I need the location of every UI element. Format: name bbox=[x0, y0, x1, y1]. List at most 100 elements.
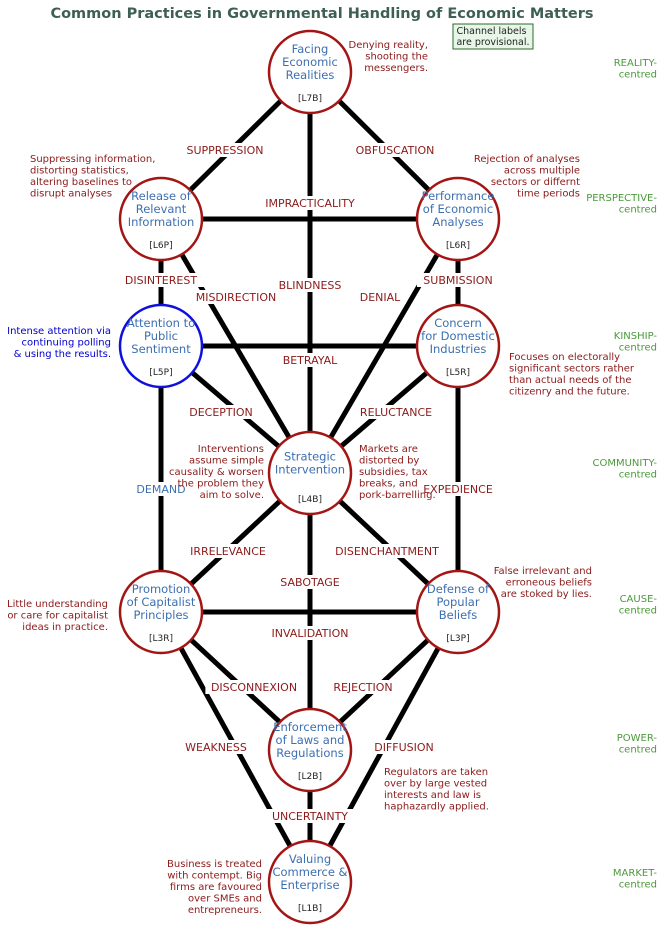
channel-label: DIFFUSION bbox=[374, 741, 434, 754]
channel-label: BLINDNESS bbox=[279, 279, 342, 292]
node-circle bbox=[415, 176, 501, 262]
channel-label: MISDIRECTION bbox=[196, 291, 277, 304]
channel-label: BETRAYAL bbox=[283, 354, 338, 367]
level-label: MARKET-centred bbox=[613, 868, 657, 891]
level-label: KINSHIP-centred bbox=[614, 331, 658, 354]
channel-label: DISENCHANTMENT bbox=[335, 545, 439, 558]
channel-deception: DECEPTION bbox=[183, 405, 259, 419]
channel-betrayal: BETRAYAL bbox=[276, 353, 344, 367]
provisional-note: Channel labels are provisional. bbox=[452, 23, 534, 50]
level-labels: REALITY-centredPERSPECTIVE-centredKINSHI… bbox=[586, 58, 657, 891]
level-label: REALITY-centred bbox=[614, 58, 658, 81]
channel-blindness: BLINDNESS bbox=[272, 278, 348, 292]
channel-label: DECEPTION bbox=[189, 406, 253, 419]
node-circle bbox=[118, 176, 204, 262]
level-label: COMMUNITY-centred bbox=[593, 458, 658, 481]
channel-label: DEMAND bbox=[136, 483, 185, 496]
node-code: [L3P] bbox=[446, 634, 469, 644]
node-circle bbox=[267, 707, 353, 793]
channel-label: DISCONNEXION bbox=[211, 681, 297, 694]
channel-label: REJECTION bbox=[333, 681, 392, 694]
node-code: [L4B] bbox=[298, 495, 322, 505]
node-circle bbox=[415, 569, 501, 655]
channel-label: UNCERTAINTY bbox=[272, 810, 348, 823]
channel-label: SABOTAGE bbox=[280, 576, 339, 589]
channel-label: DENIAL bbox=[360, 291, 401, 304]
channel-misdirection: MISDIRECTION bbox=[187, 290, 285, 304]
node-circle bbox=[415, 303, 501, 389]
node-circle bbox=[118, 303, 204, 389]
node-circle bbox=[267, 839, 353, 925]
channel-disinterest: DISINTEREST bbox=[116, 273, 206, 287]
channel-labels: SUPPRESSION OBFUSCATION IMPRACTICALITY DISI… bbox=[116, 143, 499, 823]
channel-disenchantment: DISENCHANTMENT bbox=[330, 544, 444, 558]
node-code: [L2B] bbox=[298, 772, 322, 782]
channel-irrelevance: IRRELEVANCE bbox=[183, 544, 273, 558]
channel-sabotage: SABOTAGE bbox=[276, 575, 344, 589]
channel-reluctance: RELUCTANCE bbox=[355, 405, 437, 419]
channel-label: OBFUSCATION bbox=[356, 144, 435, 157]
provisional-note-text: Channel labels are provisional. bbox=[456, 26, 529, 48]
channel-label: SUPPRESSION bbox=[187, 144, 264, 157]
channel-obfuscation: OBFUSCATION bbox=[350, 143, 440, 157]
node-code: [L3R] bbox=[149, 634, 173, 644]
channel-label: WEAKNESS bbox=[185, 741, 247, 754]
channel-denial: DENIAL bbox=[354, 290, 406, 304]
page-title: Common Practices in Governmental Handlin… bbox=[50, 6, 593, 22]
channel-weakness: WEAKNESS bbox=[182, 740, 250, 754]
node-code: [L6P] bbox=[149, 241, 172, 251]
channel-label: IMPRACTICALITY bbox=[265, 197, 355, 210]
node-code: [L7B] bbox=[298, 94, 322, 104]
channel-label: INVALIDATION bbox=[272, 627, 349, 640]
channel-impracticality: IMPRACTICALITY bbox=[253, 196, 367, 210]
node-code: [L1B] bbox=[298, 904, 322, 914]
node-code: [L5P] bbox=[149, 368, 172, 378]
channel-uncertainty: UNCERTAINTY bbox=[265, 809, 355, 823]
channel-diffusion: DIFFUSION bbox=[366, 740, 442, 754]
node-code: [L6R] bbox=[446, 241, 470, 251]
channel-invalidation: INVALIDATION bbox=[261, 626, 359, 640]
node-code: [L5R] bbox=[446, 368, 470, 378]
channel-label: SUBMISSION bbox=[423, 274, 492, 287]
channel-suppression: SUPPRESSION bbox=[180, 143, 270, 157]
node-circle bbox=[118, 569, 204, 655]
channel-demand: DEMAND bbox=[135, 482, 187, 496]
channel-label: EXPEDIENCE bbox=[423, 483, 493, 496]
node-circle bbox=[267, 29, 353, 115]
channel-disconnexion: DISCONNEXION bbox=[205, 680, 303, 694]
channel-submission: SUBMISSION bbox=[417, 273, 499, 287]
level-label: POWER-centred bbox=[617, 733, 658, 756]
channel-label: DISINTEREST bbox=[125, 274, 197, 287]
channel-label: IRRELEVANCE bbox=[190, 545, 266, 558]
level-label: PERSPECTIVE-centred bbox=[586, 193, 657, 216]
channel-label: RELUCTANCE bbox=[360, 406, 432, 419]
